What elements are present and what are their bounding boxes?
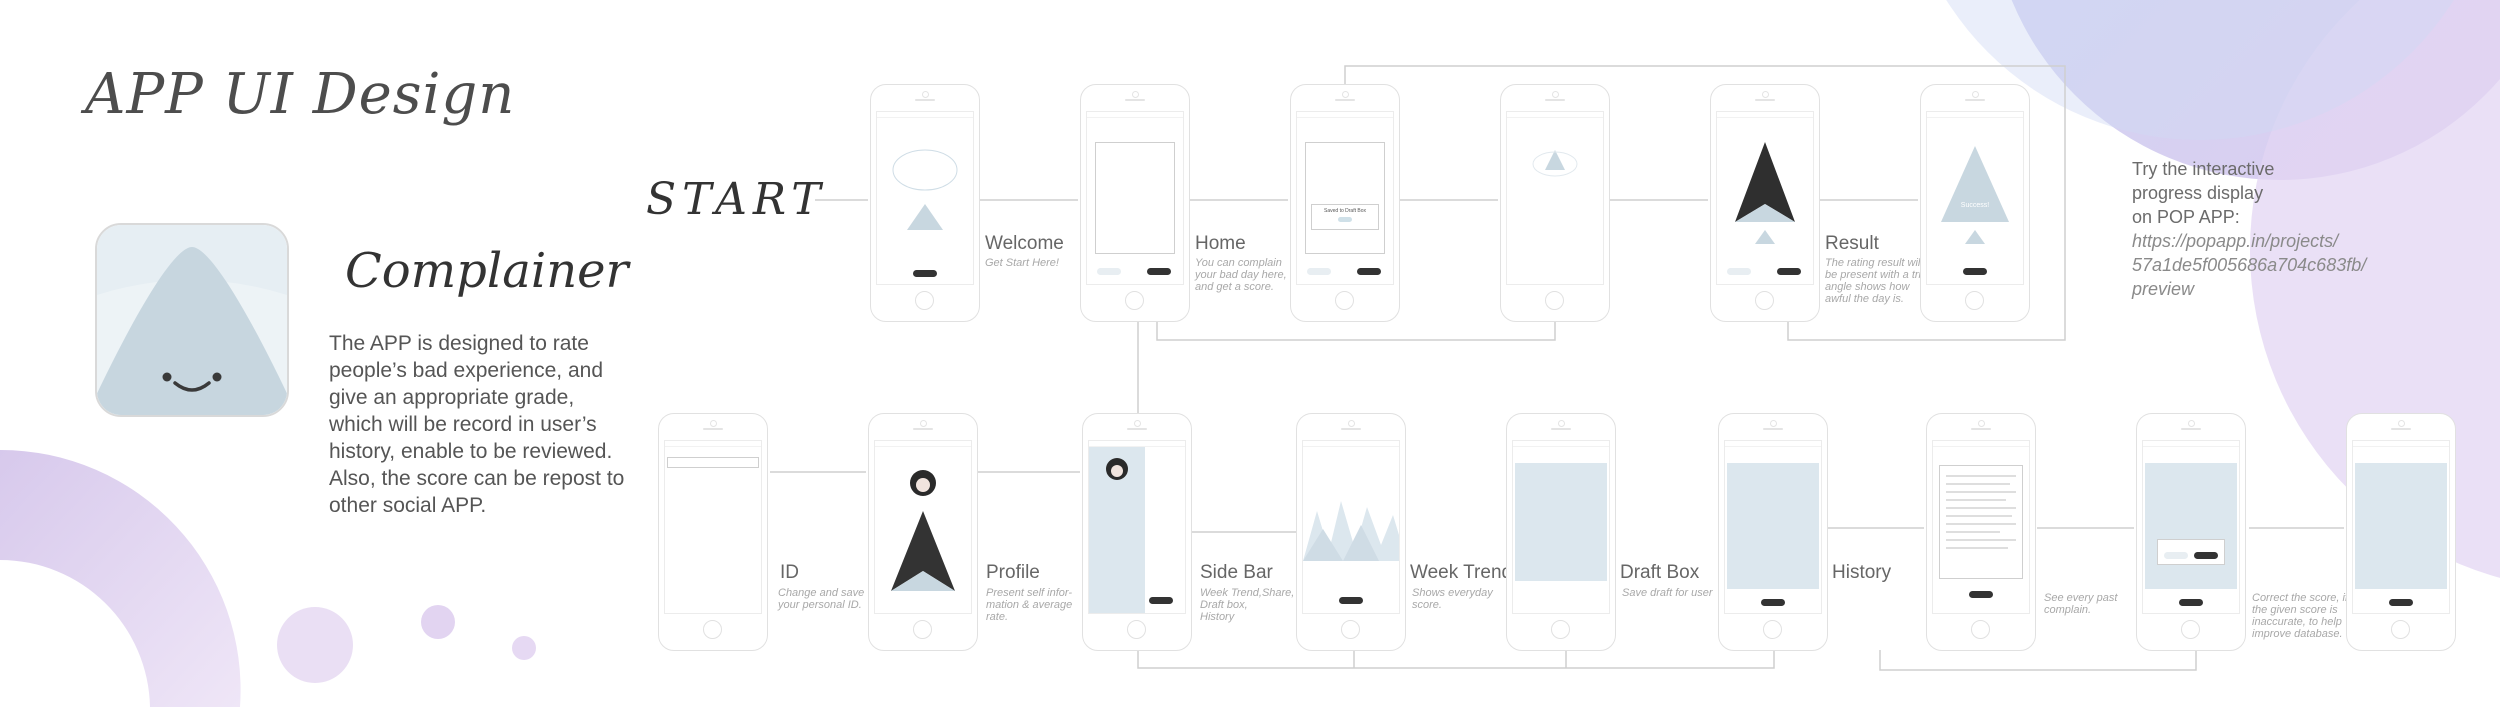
success-badge: Success! [1960,202,1990,209]
screen-result-success[interactable]: Success! [1920,84,2030,322]
app-icon [95,223,289,417]
caption-welcome: Get Start Here! [985,257,1059,269]
app-description: The APP is designed to rate people’s bad… [329,332,625,517]
screen-result[interactable] [1710,84,1820,322]
page-title: APP UI Design [85,62,516,127]
label-draft-box: Draft Box [1620,562,1700,583]
screen-profile[interactable] [868,413,978,651]
caption-draft-box: Save draft for user [1622,587,1713,599]
screen-history-edit[interactable] [2136,413,2246,651]
label-home: Home [1195,233,1246,254]
label-profile: Profile [986,562,1040,583]
label-sidebar: Side Bar [1200,562,1273,583]
label-welcome: Welcome [985,233,1064,254]
app-name: Complainer [345,243,629,299]
screen-history[interactable] [1718,413,1828,651]
screen-history-updated[interactable] [2346,413,2456,651]
screen-history-detail[interactable] [1926,413,2036,651]
screen-draft-popup[interactable]: Saved to Draft Box [1290,84,1400,322]
label-id: ID [780,562,799,583]
start-label: START [646,174,827,225]
screen-welcome[interactable] [870,84,980,322]
label-week-trend: Week Trend [1410,562,1513,583]
screen-draft-box[interactable] [1506,413,1616,651]
popup-text: Saved to Draft Box [1324,208,1366,214]
screen-id[interactable] [658,413,768,651]
side-note: Try the interactive progress display on … [2132,159,2367,299]
screen-loading [1500,84,1610,322]
label-history: History [1832,562,1892,583]
screen-week-trend[interactable] [1296,413,1406,651]
caption-sidebar: Week Trend,Share,Draft box,History [1200,587,1295,623]
popapp-link[interactable]: https://popapp.in/projects/ 57a1de5f0056… [2132,231,2367,299]
screen-home[interactable] [1080,84,1190,322]
label-result: Result [1825,233,1879,254]
triangle-face-icon [97,225,287,415]
screen-sidebar[interactable] [1082,413,1192,651]
